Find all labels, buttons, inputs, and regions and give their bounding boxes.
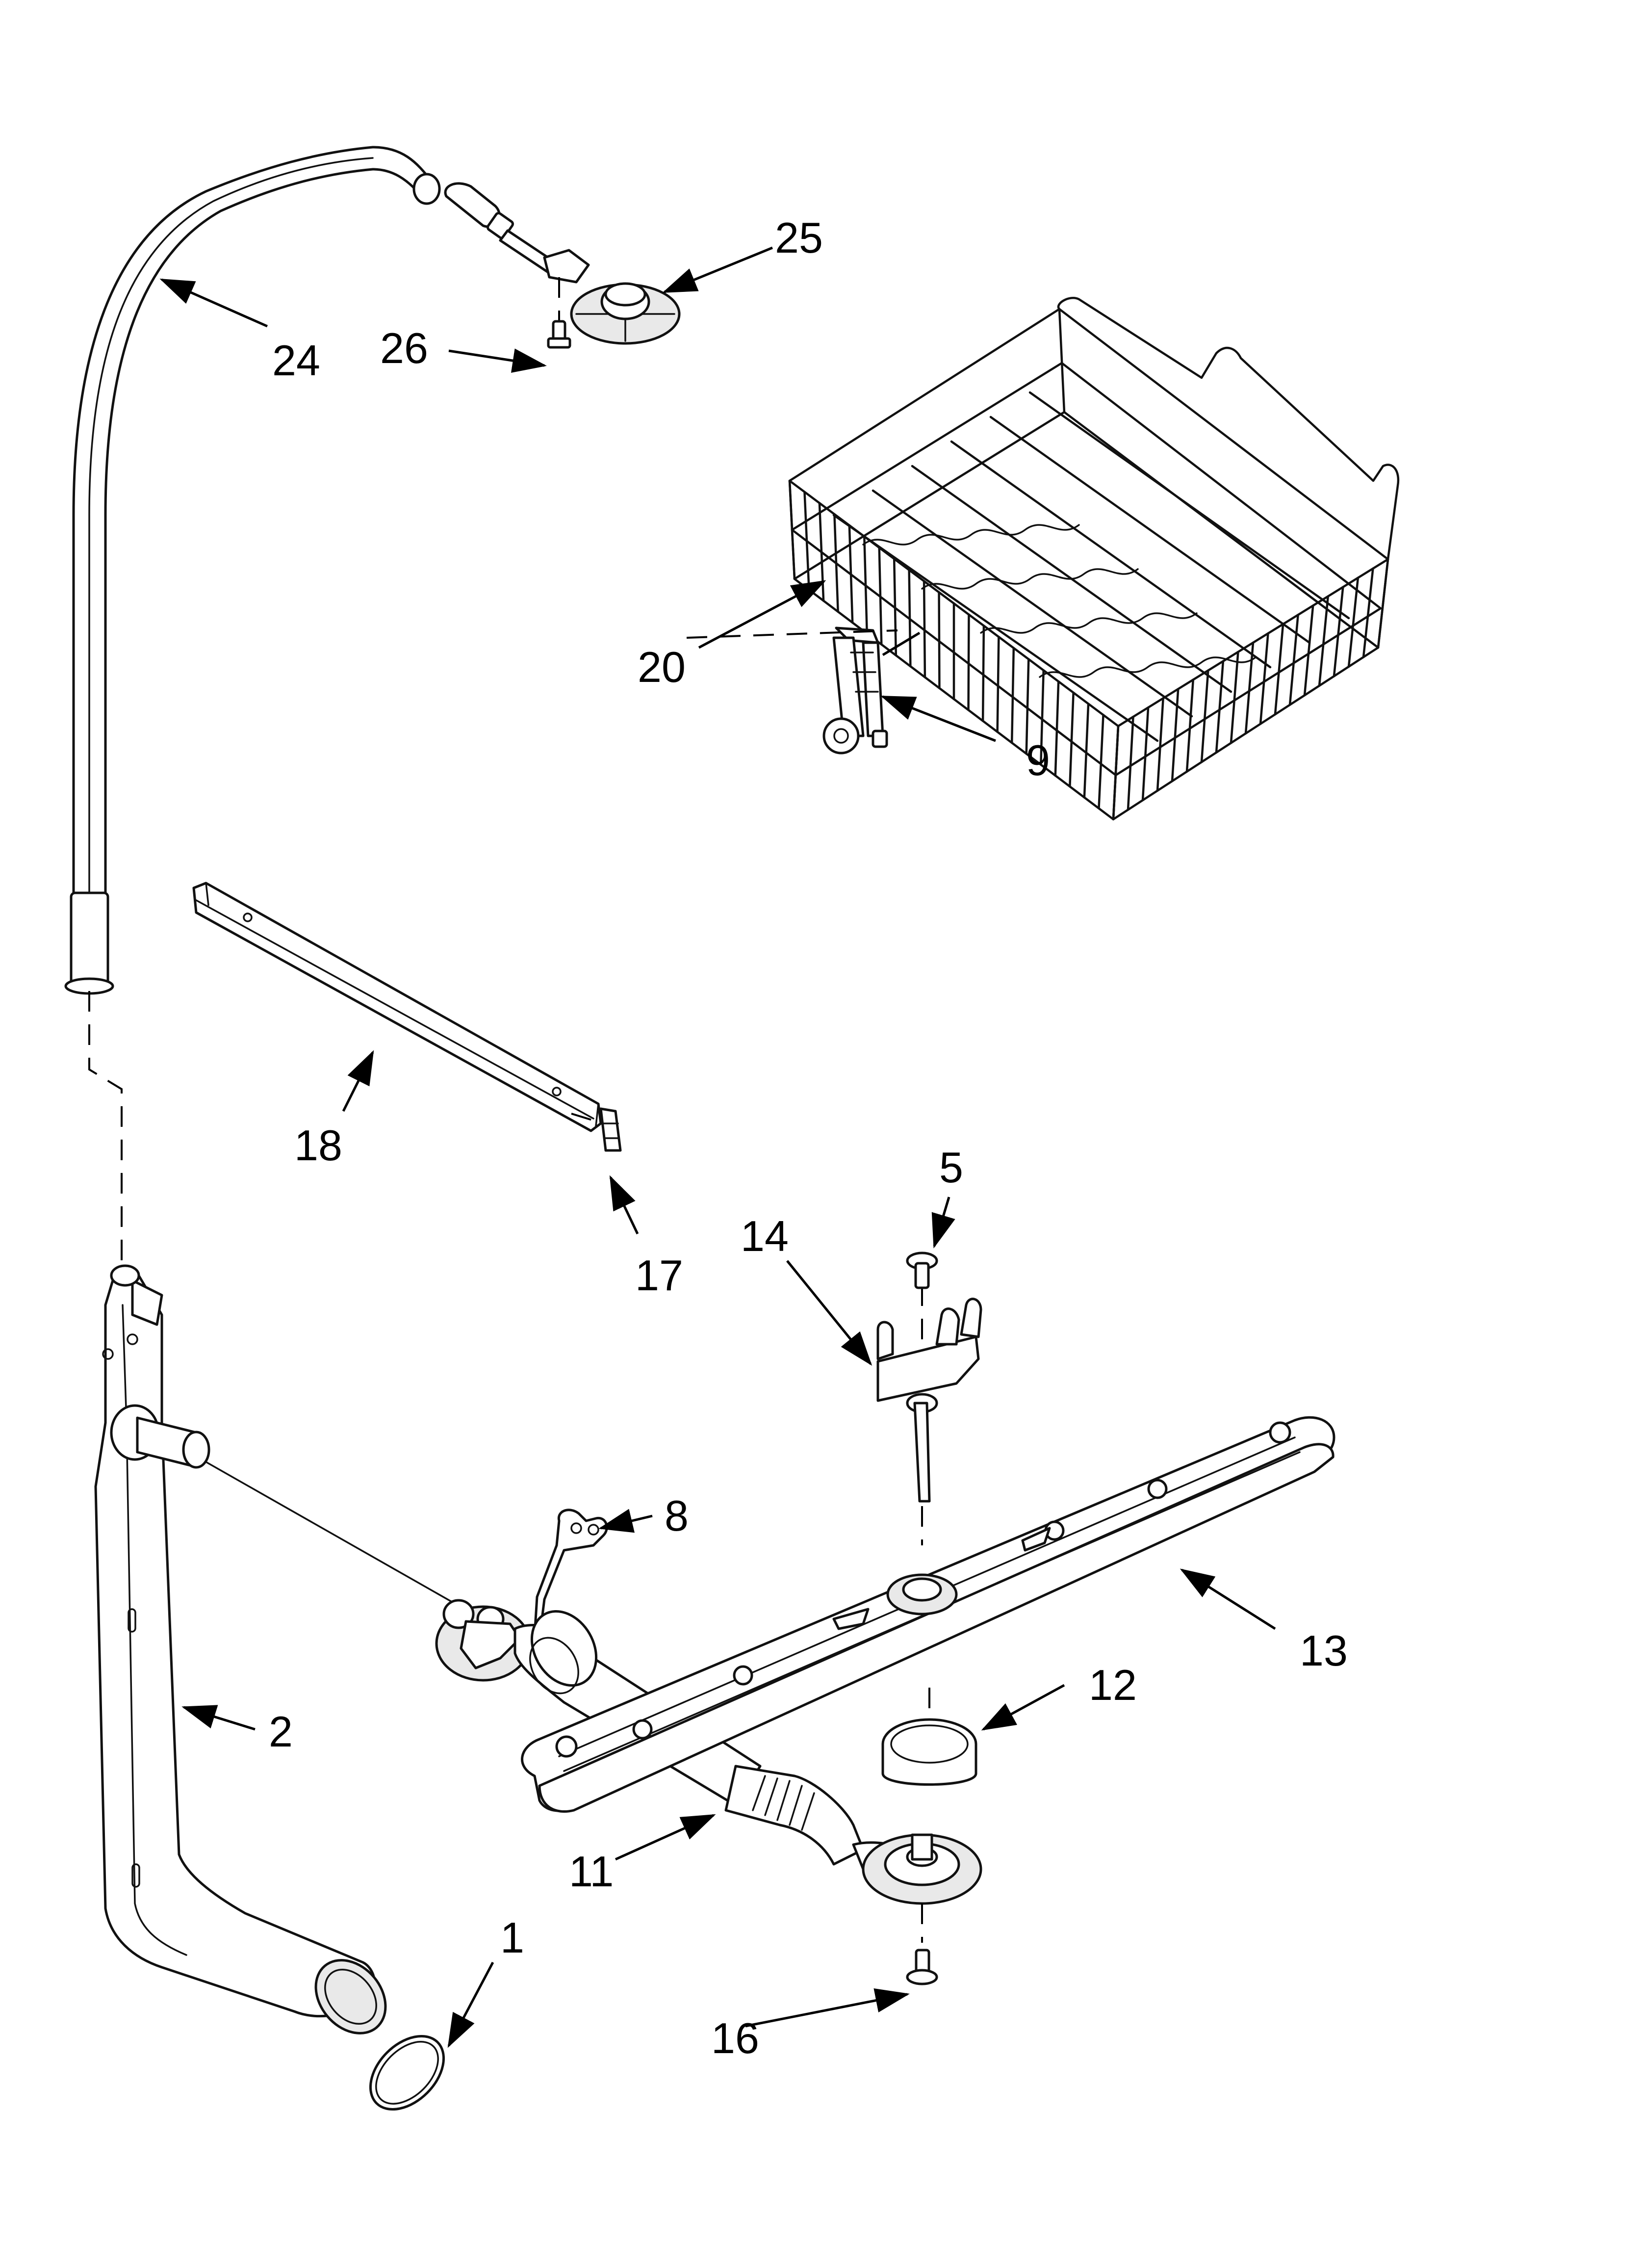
part-26-screw-icon [547, 320, 571, 349]
part-25-upper-spray-nozzle [444, 182, 681, 345]
callout-25: 25 [775, 213, 823, 262]
callout-1: 1 [500, 1913, 524, 1962]
callout-2: 2 [269, 1707, 293, 1756]
part-14-spray-arm-hub [876, 1285, 982, 1545]
part-18-rack-rail [192, 882, 602, 1132]
part-9-rack-roller [822, 626, 921, 755]
part-2-lower-supply-tube [94, 1264, 457, 2034]
part-11-manifold [435, 1599, 982, 1943]
callout-16: 16 [711, 2014, 759, 2062]
callout-20: 20 [638, 643, 686, 691]
callout-8: 8 [665, 1491, 689, 1540]
callout-12: 12 [1089, 1661, 1137, 1709]
callout-5: 5 [939, 1143, 963, 1192]
callout-26: 26 [380, 324, 428, 372]
callout-17: 17 [635, 1251, 683, 1300]
callout-13: 13 [1300, 1626, 1348, 1675]
callout-24: 24 [272, 336, 320, 385]
callout-18: 18 [294, 1121, 342, 1170]
part-17-rail-clip-icon [571, 1107, 622, 1152]
leader-lines [159, 246, 1276, 2048]
part-16-screw-icon [906, 1949, 938, 1985]
assembly-dash-lines [88, 629, 898, 1266]
callout-14: 14 [741, 1212, 789, 1260]
part-13-lower-spray-arm [521, 1416, 1335, 1813]
rack-wire-grid [788, 479, 1389, 821]
tube-coupling-icon [70, 891, 109, 988]
callout-11: 11 [569, 1847, 614, 1896]
part-1-seal-ring-icon [369, 2034, 445, 2111]
roller-wheel-icon [822, 717, 860, 755]
callout-labels: 1 2 5 8 9 11 12 13 14 16 17 18 20 24 25 … [269, 213, 1348, 2062]
part-12-bearing-ring-icon [881, 1688, 977, 1786]
part-5-screw-icon [906, 1251, 938, 1289]
tube-end-icon [412, 173, 441, 205]
callout-9: 9 [1026, 736, 1050, 784]
part-20-dish-rack [788, 297, 1400, 821]
part-24-supply-tube [64, 146, 441, 995]
